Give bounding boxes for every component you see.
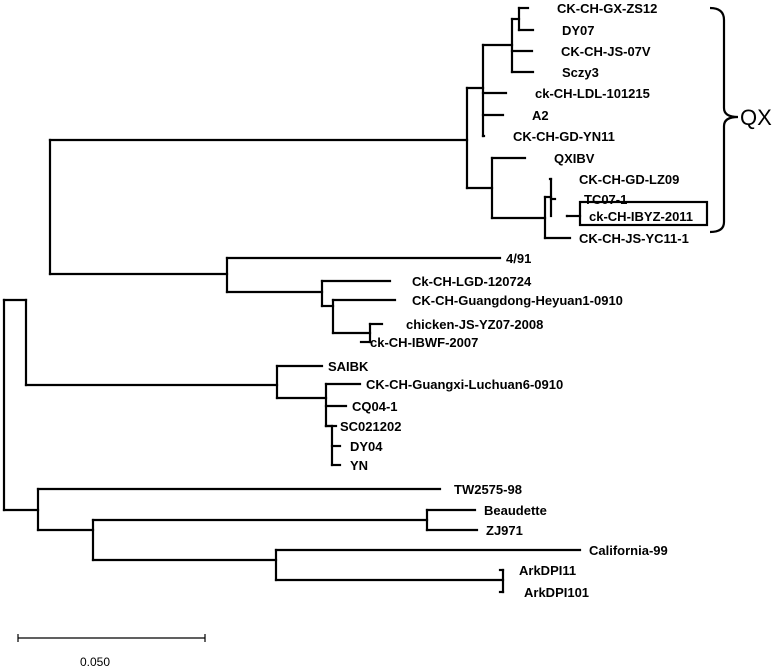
leaf-label: YN — [350, 458, 368, 473]
leaf-label: CK-CH-Guangxi-Luchuan6-0910 — [366, 377, 563, 392]
leaf-label: California-99 — [589, 543, 668, 558]
leaf-label: A2 — [532, 108, 549, 123]
leaf-label: CK-CH-Guangdong-Heyuan1-0910 — [412, 293, 623, 308]
leaf-label: CK-CH-GD-YN11 — [513, 129, 615, 144]
leaf-label: CQ04-1 — [352, 399, 398, 414]
leaf-label: Sczy3 — [562, 65, 599, 80]
leaf-label: ZJ971 — [486, 523, 523, 538]
leaf-label: TC07-1 — [584, 192, 627, 207]
tree-branches — [2, 6, 582, 594]
leaf-label: ArkDPI11 — [519, 563, 576, 578]
leaf-label: CK-CH-JS-07V — [561, 44, 651, 59]
leaf-label: SAIBK — [328, 359, 369, 374]
leaf-label: chicken-JS-YZ07-2008 — [406, 317, 543, 332]
highlight-box — [578, 200, 709, 227]
leaf-label: TW2575-98 — [454, 482, 522, 497]
leaf-label: ck-CH-LDL-101215 — [535, 86, 650, 101]
leaf-label: 4/91 — [506, 251, 531, 266]
leaf-label: ck-CH-IBWF-2007 — [370, 335, 478, 350]
leaf-label: DY07 — [562, 23, 595, 38]
leaf-label: CK-CH-JS-YC11-1 — [579, 231, 689, 246]
leaf-label: CK-CH-GD-LZ09 — [579, 172, 679, 187]
leaf-label: Beaudette — [484, 503, 547, 518]
leaf-label: CK-CH-GX-ZS12 — [557, 1, 657, 16]
scale-bar-label: 0.050 — [80, 655, 110, 669]
leaf-label: ArkDPI101 — [524, 585, 589, 600]
qx-clade-bracket — [709, 6, 739, 234]
clade-label-qx: QX — [740, 105, 772, 130]
leaf-label: QXIBV — [554, 151, 595, 166]
leaf-label: Ck-CH-LGD-120724 — [412, 274, 532, 289]
leaf-label: DY04 — [350, 439, 383, 454]
leaf-label: SC021202 — [340, 419, 401, 434]
leaf-label: ck-CH-IBYZ-2011 — [589, 209, 693, 224]
